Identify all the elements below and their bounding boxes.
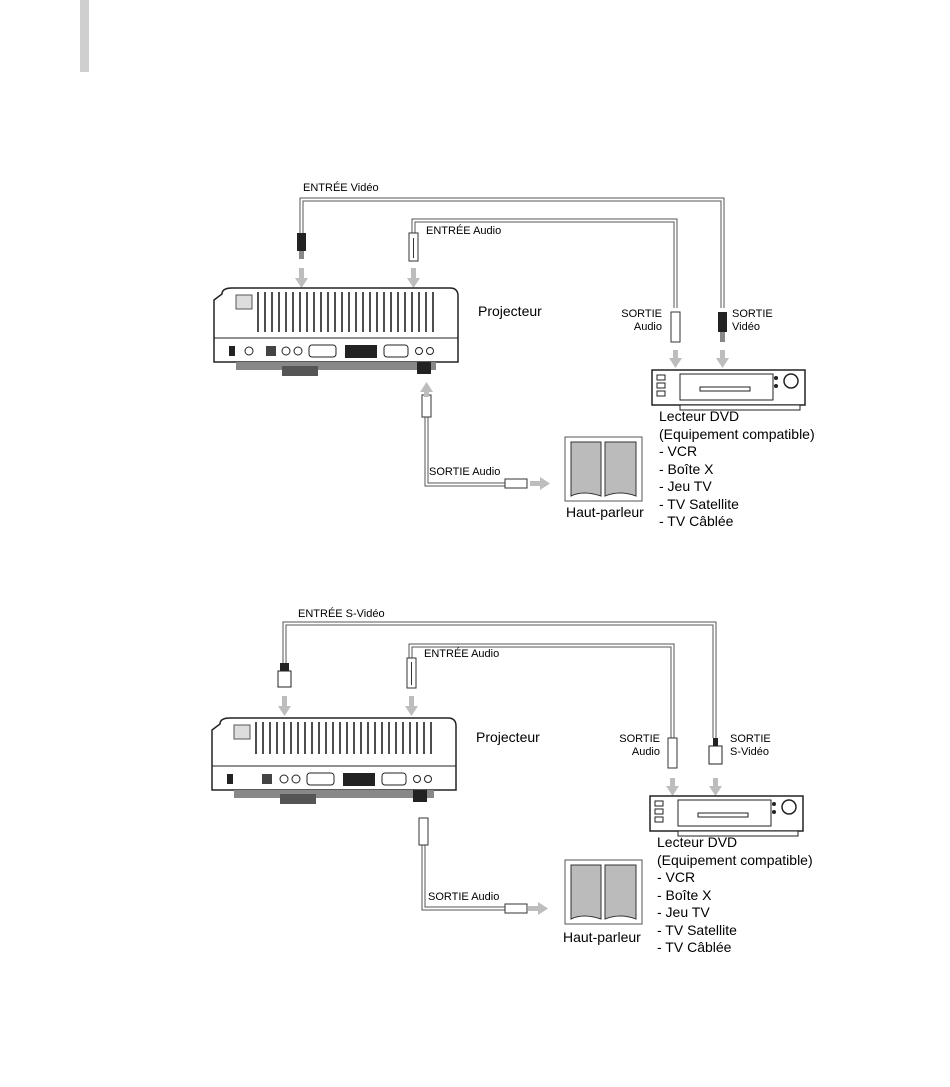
speaker-cable (421, 845, 505, 911)
speaker-cable (424, 417, 505, 487)
source-item: - Jeu TV (659, 478, 712, 494)
speaker-label: Haut-parleur (566, 504, 644, 520)
speaker-output-label: SORTIE Audio (429, 466, 501, 478)
source-subtitle: (Equipement compatible) (657, 851, 813, 868)
dvd-player-icon (649, 795, 804, 837)
wiring-illustration (213, 197, 806, 502)
source-item: - Boîte X (659, 460, 714, 477)
audio-cable (408, 643, 675, 738)
projector-body (213, 287, 459, 376)
output-video-label: SORTIE Vidéo (732, 308, 773, 334)
output-video-label-line1: SORTIE (732, 308, 773, 320)
output-arrows (666, 778, 722, 796)
projector-label: Projecteur (476, 729, 540, 745)
output-svideo-label: SORTIE S-Vidéo (730, 733, 771, 759)
source-item: - VCR (657, 869, 696, 885)
input-arrows (295, 268, 420, 288)
speaker-plug-icon (418, 817, 528, 914)
output-audio-label: SORTIE Audio (612, 308, 662, 334)
source-title: Lecteur DVD (657, 834, 738, 850)
output-svideo-label-line2: S-Vidéo (730, 746, 769, 758)
speaker-label: Haut-parleur (563, 929, 641, 945)
output-audio-label-line2: Audio (631, 746, 660, 758)
svideo-cable (282, 621, 717, 738)
projector-body (211, 717, 457, 804)
video-plug-icon (297, 233, 306, 259)
audio-plug-icon (406, 657, 417, 689)
source-device-list: Lecteur DVD (Equipement compatible) - VC… (659, 408, 815, 531)
input-audio-label: ENTRÉE Audio (424, 648, 500, 660)
speaker-icon (564, 859, 643, 925)
wiring-illustration (211, 621, 804, 925)
speaker-arrows (528, 902, 548, 915)
source-item: - Boîte X (657, 886, 712, 903)
projector-label: Projecteur (478, 303, 542, 319)
svideo-plug-icon (277, 663, 292, 688)
video-cable (299, 197, 725, 308)
output-audio-label-line1: SORTIE (621, 308, 662, 320)
output-plugs (670, 311, 727, 343)
input-audio-label: ENTRÉE Audio (426, 225, 502, 237)
connection-diagram-svideo: ENTRÉE S-Vidéo ENTRÉE Audio Projecteur S… (0, 598, 950, 1018)
speaker-arrows (420, 382, 550, 490)
source-title: Lecteur DVD (659, 408, 740, 424)
input-video-label: ENTRÉE Vidéo (303, 182, 379, 194)
source-item: - Jeu TV (657, 904, 710, 920)
speaker-icon (564, 436, 643, 502)
connection-diagram-video: ENTRÉE Vidéo ENTRÉE Audio Projecteur SOR… (0, 170, 950, 590)
source-item: - VCR (659, 443, 698, 459)
output-plugs (667, 737, 723, 769)
source-item: - TV Satellite (659, 495, 739, 512)
source-item: - TV Câblée (659, 513, 734, 529)
output-audio-label-line2: Audio (633, 321, 662, 333)
input-svideo-label: ENTRÉE S-Vidéo (298, 608, 385, 620)
output-audio-label: SORTIE Audio (610, 733, 660, 759)
speaker-output-label: SORTIE Audio (428, 891, 500, 903)
output-arrows (669, 350, 729, 368)
page-marker-bar (80, 0, 89, 72)
source-item: - TV Câblée (657, 939, 732, 955)
output-svideo-label-line1: SORTIE (730, 733, 771, 745)
output-audio-label-line1: SORTIE (619, 733, 660, 745)
audio-plug-icon (408, 232, 419, 262)
source-item: - TV Satellite (657, 921, 737, 938)
audio-cable (411, 218, 678, 308)
source-device-list: Lecteur DVD (Equipement compatible) - VC… (657, 834, 813, 957)
output-video-label-line2: Vidéo (732, 321, 760, 333)
input-arrows (278, 696, 418, 716)
source-subtitle: (Equipement compatible) (659, 425, 815, 442)
dvd-player-icon (651, 369, 806, 411)
